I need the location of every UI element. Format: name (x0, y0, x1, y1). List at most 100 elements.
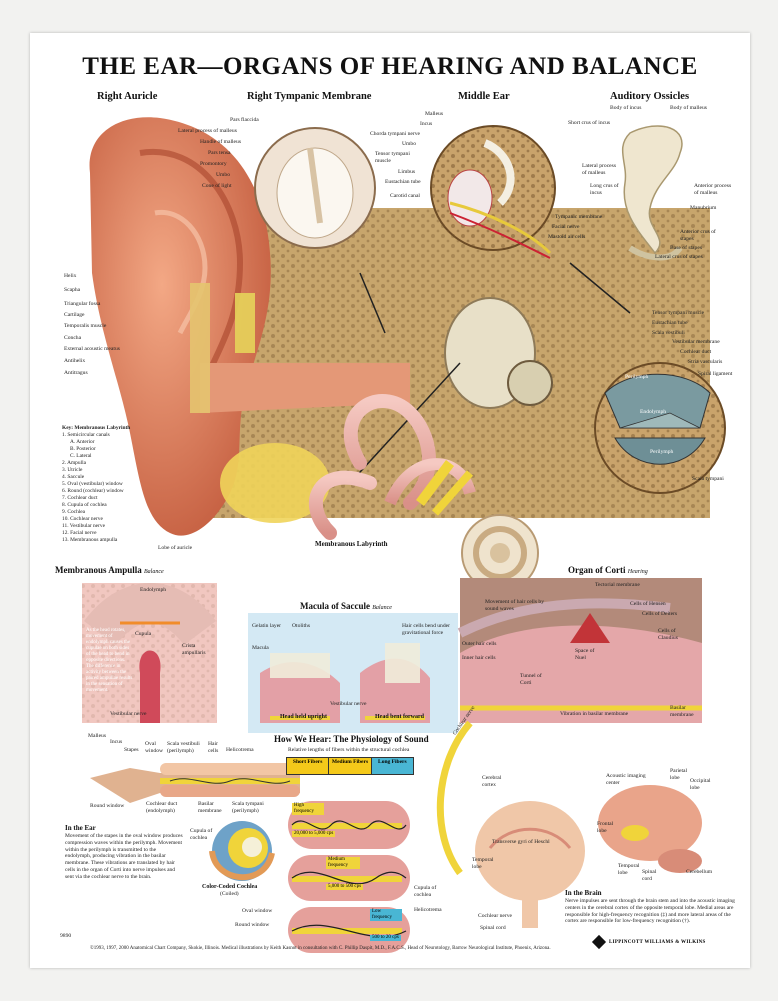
label-cerebellum: Cerebellum (686, 869, 713, 875)
label-promontory: Promontory (200, 161, 227, 167)
label-outer-hair: Outer hair cells (462, 641, 497, 647)
label-malleus: Malleus (425, 111, 444, 117)
label-carotid: Carotid canal (390, 193, 420, 199)
brain-coronal (475, 801, 585, 901)
label-flow-helicotrema: Helicotrema (226, 747, 254, 753)
label-helicotrema: Helicotrema (414, 907, 442, 913)
section-macula: Macula of Saccule Balance (300, 601, 392, 611)
in-the-brain-text: Nerve impulses are sent through the brai… (565, 898, 735, 925)
label-parietal: Parietal lobe (670, 768, 688, 781)
label-macula: Macula (252, 645, 269, 651)
label-cupula: Cupula (135, 631, 152, 637)
label-upright: Head held upright (280, 714, 328, 720)
section-organ-corti: Organ of Corti Hearing (568, 565, 648, 575)
fiber-header-short: Short Fibers (286, 757, 330, 775)
label-lateral-process: Lateral process of malleus (178, 128, 237, 134)
main-illustration (82, 117, 726, 953)
label-helix: Helix (64, 273, 77, 279)
label-cerebral-cortex: Cerebral cortex (482, 775, 502, 788)
label-umbo: Umbo (216, 172, 230, 178)
label-vestibular-nerve-mac: Vestibular nerve (330, 701, 367, 707)
label-occipital: Occipital lobe (690, 778, 711, 791)
brain-lateral (598, 785, 702, 861)
label-incus: Incus (420, 121, 433, 127)
label-scala-vestibuli: Scala vestibuli (652, 330, 685, 336)
label-spinal-cord-l: Spinal cord (642, 869, 657, 882)
label-deiters: Cells of Deiters (642, 611, 678, 617)
ampulla-tag: Balance (144, 569, 164, 575)
key-item: C. Lateral (70, 453, 92, 459)
key-item: 7. Cochlear duct (62, 495, 98, 501)
label-body-malleus: Body of malleus (670, 105, 707, 111)
section-membranous-ampulla: Membranous Ampulla Balance (55, 565, 164, 575)
label-flow-scala-vestibuli: Scala vestibuli (perilymph) (167, 741, 200, 754)
key-item: 8. Cupula of cochlea (62, 502, 107, 508)
label-temporalis: Temporalis muscle (64, 323, 107, 329)
corti-title: Organ of Corti (568, 565, 626, 575)
label-frontal: Frontal lobe (597, 821, 614, 834)
label-stria: Stria vascularis (688, 359, 723, 365)
label-spinal-cord-c: Spinal cord (480, 925, 506, 931)
label-lateral-crus: Lateral crus of stapes (655, 254, 703, 260)
key-item: 9. Cochlea (62, 509, 86, 515)
label-vibration: Vibration in basilar membrane (560, 711, 629, 717)
label-tensor-tympani-r: Tensor tympani muscle (652, 310, 705, 316)
label-scapha: Scapha (64, 287, 81, 293)
key-heading: Key: Membranous Labyrinth (62, 425, 131, 431)
label-tympanic-membrane: Tympanic membrane (555, 214, 603, 220)
key-item: 5. Oval (vestibular) window (62, 481, 123, 487)
label-hair-cells-bend: Hair cells bend under gravitational forc… (402, 623, 450, 636)
section-auditory-ossicles: Auditory Ossicles (610, 91, 690, 102)
label-mastoid: Mastoid air cells (548, 234, 586, 240)
label-flow-incus: Incus (110, 739, 123, 745)
label-endolymph-amp: Endolymph (140, 587, 167, 593)
label-temporal-lobe-l: Temporal lobe (618, 863, 640, 876)
label-flow-round: Round window (90, 803, 125, 809)
label-long-crus: Long crus of incus (590, 183, 619, 196)
section-right-tympanic: Right Tympanic Membrane (247, 91, 372, 102)
fiber-header-long: Long Fibers (371, 757, 414, 775)
key-item: 3. Utricle (62, 467, 83, 473)
in-the-brain-heading: In the Brain (565, 889, 602, 897)
external-acoustic-meatus (200, 363, 410, 413)
color-coded-sub: (Coiled) (220, 891, 239, 897)
key-item: 2. Ampulla (62, 460, 86, 466)
label-flow-cochlear-duct: Cochlear duct (endolymph) (146, 801, 178, 814)
label-claudius: Cells of Claudius (658, 628, 678, 641)
label-lobe: Lobe of auricle (158, 545, 193, 551)
label-round-window: Round window (235, 922, 270, 928)
ampulla-title: Membranous Ampulla (55, 565, 142, 575)
label-umbo-me: Umbo (402, 141, 416, 147)
publisher-logo-icon (591, 934, 607, 950)
band-high-label: High frequency (292, 803, 324, 815)
section-membranous-labyrinth: Membranous Labyrinth (315, 540, 388, 548)
label-gelatin: Gelatin layer (252, 623, 282, 629)
label-base-stapes: Base of stapes (670, 245, 703, 251)
publisher-logo: LIPPINCOTT WILLIAMS & WILKINS (591, 934, 706, 950)
key-item: 4. Saccule (62, 474, 85, 480)
label-eustachian-r: Eustachian tube (652, 320, 688, 326)
label-hensen: Cells of Hensen (630, 601, 666, 607)
key-item: 6. Round (cochlear) window (62, 488, 124, 494)
macula-tag: Balance (372, 605, 392, 611)
corti-tag: Hearing (627, 569, 648, 575)
label-flow-stapes: Stapes (124, 747, 139, 753)
label-antihelix: Antihelix (64, 358, 86, 364)
ossicles (621, 125, 683, 255)
label-antitragus: Antitragus (64, 370, 88, 376)
in-the-ear-heading: In the Ear (65, 824, 96, 832)
color-coded-title: Color-Coded Cochlea (202, 884, 258, 890)
label-body-incus: Body of incus (610, 105, 642, 111)
key-item: 1. Semicircular canals (62, 432, 110, 438)
label-limbus: Limbus (398, 169, 416, 175)
label-cochlear-nerve-brain: Cochlear nerve (478, 913, 513, 919)
band-medium-range: 5,000 to 500 cps (326, 884, 364, 890)
how-we-hear-title: How We Hear: The Physiology of Sound (274, 734, 429, 744)
crista-ampullaris (139, 650, 161, 723)
label-endolymph: Endolymph (640, 409, 667, 415)
key-item: B. Posterior (70, 446, 96, 452)
label-short-crus: Short crus of incus (568, 120, 611, 126)
label-facial-nerve: Facial nerve (552, 224, 580, 230)
label-anterior-crus: Anterior crus of stapes (680, 229, 716, 242)
label-flow-basilar: Basilar membrane (198, 801, 222, 814)
